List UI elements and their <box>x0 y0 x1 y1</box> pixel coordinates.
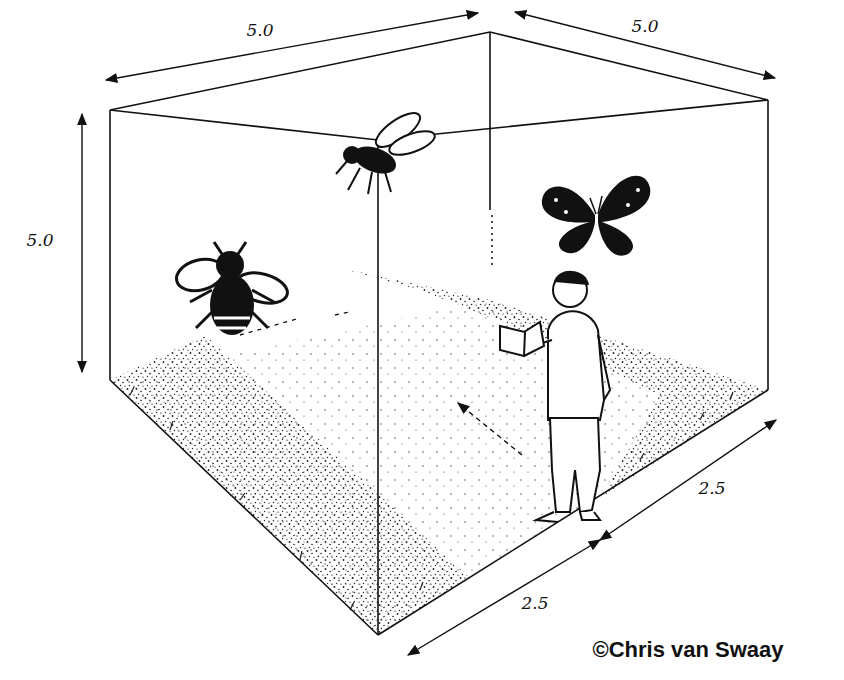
recorder-person <box>500 272 610 522</box>
transect-box <box>110 32 768 635</box>
dimension-label: 2.5 <box>696 479 727 498</box>
bee <box>173 242 291 335</box>
dimension-label: 2.5 <box>519 594 550 613</box>
copyright-notice: ©Chris van Swaay <box>590 638 785 662</box>
dimension-label: 5.0 <box>244 21 275 40</box>
floor <box>110 300 768 635</box>
grass-tufts <box>130 387 733 610</box>
butterfly <box>542 176 650 256</box>
ground-strip <box>110 335 470 635</box>
walking-direction <box>458 403 522 455</box>
hidden-edge <box>491 215 493 268</box>
dimension-label: 5.0 <box>24 231 55 250</box>
fly <box>336 107 438 194</box>
hidden-edge <box>335 312 350 315</box>
dimension-arrows <box>82 12 776 655</box>
dimension-label: 5.0 <box>629 17 660 36</box>
